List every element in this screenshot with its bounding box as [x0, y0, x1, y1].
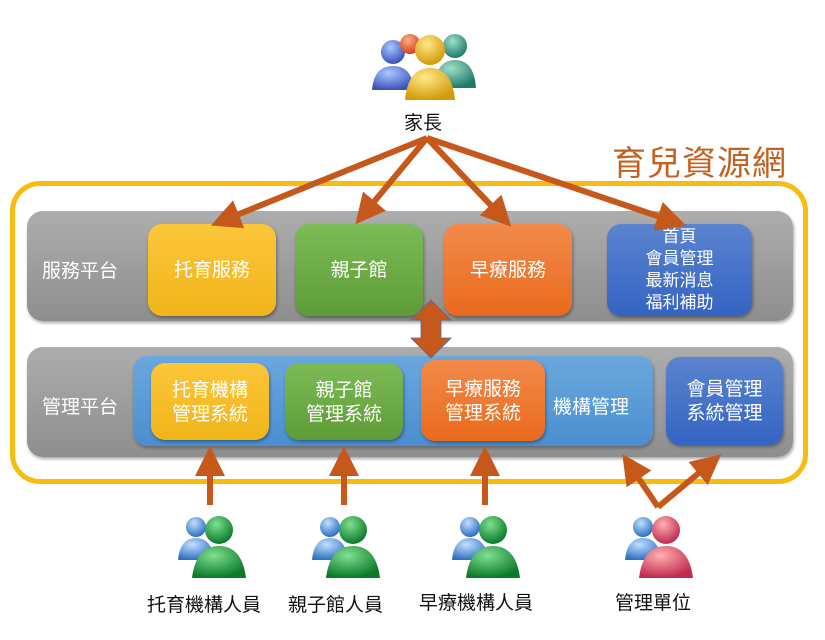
- parent-group-icon: [372, 34, 476, 100]
- mgmt-box-childcare-system[interactable]: 托育機構 管理系統: [151, 363, 269, 440]
- service-box-early-intervention[interactable]: 早療服務: [444, 224, 572, 316]
- service-box-label: 早療服務: [469, 259, 546, 281]
- childcare-staff-label: 托育機構人員: [147, 594, 262, 616]
- mgmt-box-parent-child-system[interactable]: 親子館 管理系統: [285, 363, 403, 440]
- arrow-to-parent-child-center: [355, 136, 430, 225]
- mgmt-box-line: 管理系統: [444, 401, 521, 424]
- portal-item-home: 首頁: [662, 227, 697, 247]
- admin-unit-icon: [625, 516, 693, 578]
- parent-label: 家長: [404, 112, 443, 134]
- service-box-parent-child-center[interactable]: 親子館: [295, 224, 423, 316]
- admin-unit-label: 管理單位: [615, 592, 692, 614]
- staff-arrows: [195, 446, 722, 510]
- mgmt-box-line: 會員管理: [686, 378, 763, 400]
- parent-child-staff-label: 親子館人員: [288, 594, 384, 616]
- mgmt-box-line: 親子館: [315, 378, 373, 401]
- institution-management-label: 機構管理: [553, 396, 630, 418]
- mgmt-box-line: 系統管理: [686, 402, 763, 424]
- arrow-to-early-intervention: [424, 135, 512, 227]
- portal-item-member: 會員管理: [645, 249, 714, 269]
- parent-arrows: [210, 135, 687, 231]
- portal-item-welfare: 福利補助: [645, 293, 714, 313]
- early-staff-label: 早療機構人員: [419, 592, 534, 614]
- mgmt-box-line: 管理系統: [171, 402, 248, 425]
- service-box-childcare[interactable]: 托育服務: [148, 224, 276, 316]
- management-platform-label: 管理平台: [42, 396, 119, 418]
- mgmt-box-line: 早療服務: [444, 377, 521, 400]
- system-boundary-frame: [10, 181, 808, 484]
- mgmt-box-early-intervention-system[interactable]: 早療服務 管理系統: [421, 360, 545, 441]
- mgmt-box-line: 托育機構: [171, 378, 248, 401]
- bidirectional-arrow-icon: [410, 299, 452, 359]
- parent-child-staff-icon: [312, 516, 380, 578]
- mgmt-box-line: 管理系統: [305, 402, 382, 425]
- early-staff-icon: [452, 516, 520, 578]
- arrow-to-portal: [426, 135, 687, 231]
- arrow-admin-to-institution: [622, 454, 661, 509]
- diagram-title: 育兒資源網: [612, 144, 787, 184]
- service-platform-label: 服務平台: [42, 260, 119, 282]
- service-box-label: 親子館: [330, 259, 388, 281]
- childcare-staff-icon: [178, 516, 246, 578]
- mgmt-box-member-system[interactable]: 會員管理 系統管理: [666, 357, 783, 445]
- service-box-portal[interactable]: 首頁 會員管理 最新消息 福利補助: [607, 224, 752, 316]
- arrow-admin-to-member-system: [656, 454, 722, 510]
- portal-item-news: 最新消息: [645, 271, 714, 291]
- arrow-to-childcare: [210, 135, 429, 229]
- service-box-label: 托育服務: [173, 259, 250, 281]
